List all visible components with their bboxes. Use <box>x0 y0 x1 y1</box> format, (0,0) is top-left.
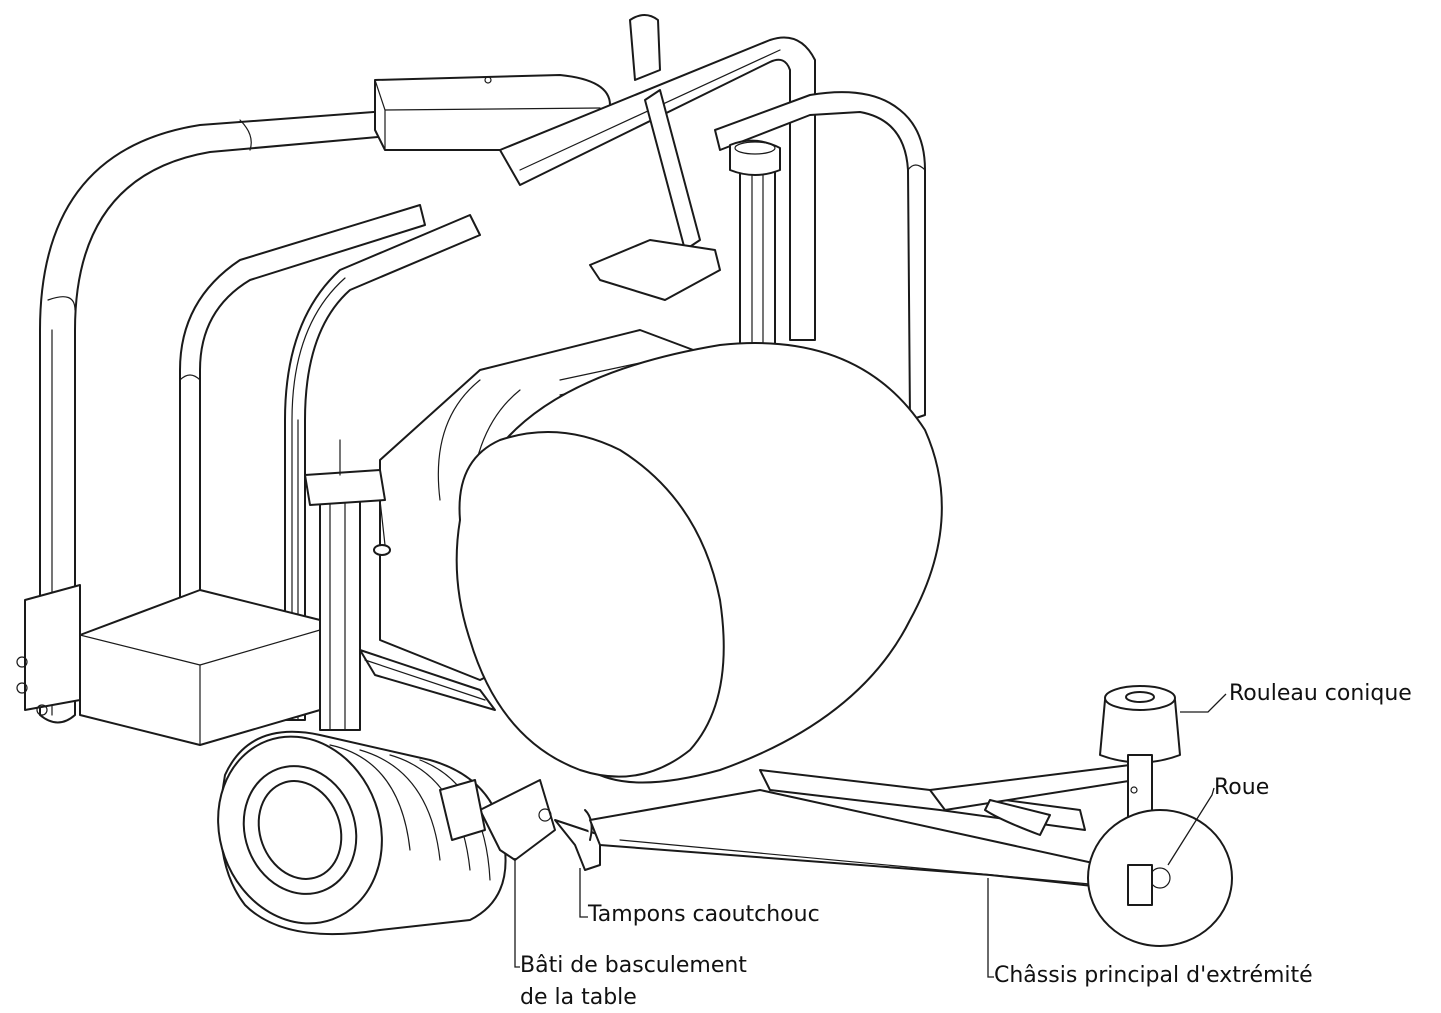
tilting-frame <box>439 779 556 861</box>
leader-lines <box>514 693 1227 978</box>
label-tampons-caoutchouc: Tampons caoutchouc <box>588 902 820 927</box>
label-chassis-principal: Châssis principal d'extrémité <box>994 963 1313 988</box>
small-wheel <box>1087 809 1233 947</box>
main-chassis <box>589 764 1136 891</box>
bale <box>455 342 943 784</box>
rubber-buffers <box>554 809 601 871</box>
label-rouleau-conique: Rouleau conique <box>1229 681 1412 706</box>
label-roue: Roue <box>1214 775 1270 800</box>
main-wheel <box>217 730 507 936</box>
label-bati-line1: Bâti de basculement <box>520 953 747 978</box>
label-bati-line2: de la table <box>520 985 637 1010</box>
left-frame-box <box>16 584 321 746</box>
right-column <box>729 139 781 346</box>
side-rail <box>359 649 496 711</box>
top-rail <box>499 14 816 341</box>
right-arm <box>714 91 926 421</box>
left-post <box>304 439 391 731</box>
